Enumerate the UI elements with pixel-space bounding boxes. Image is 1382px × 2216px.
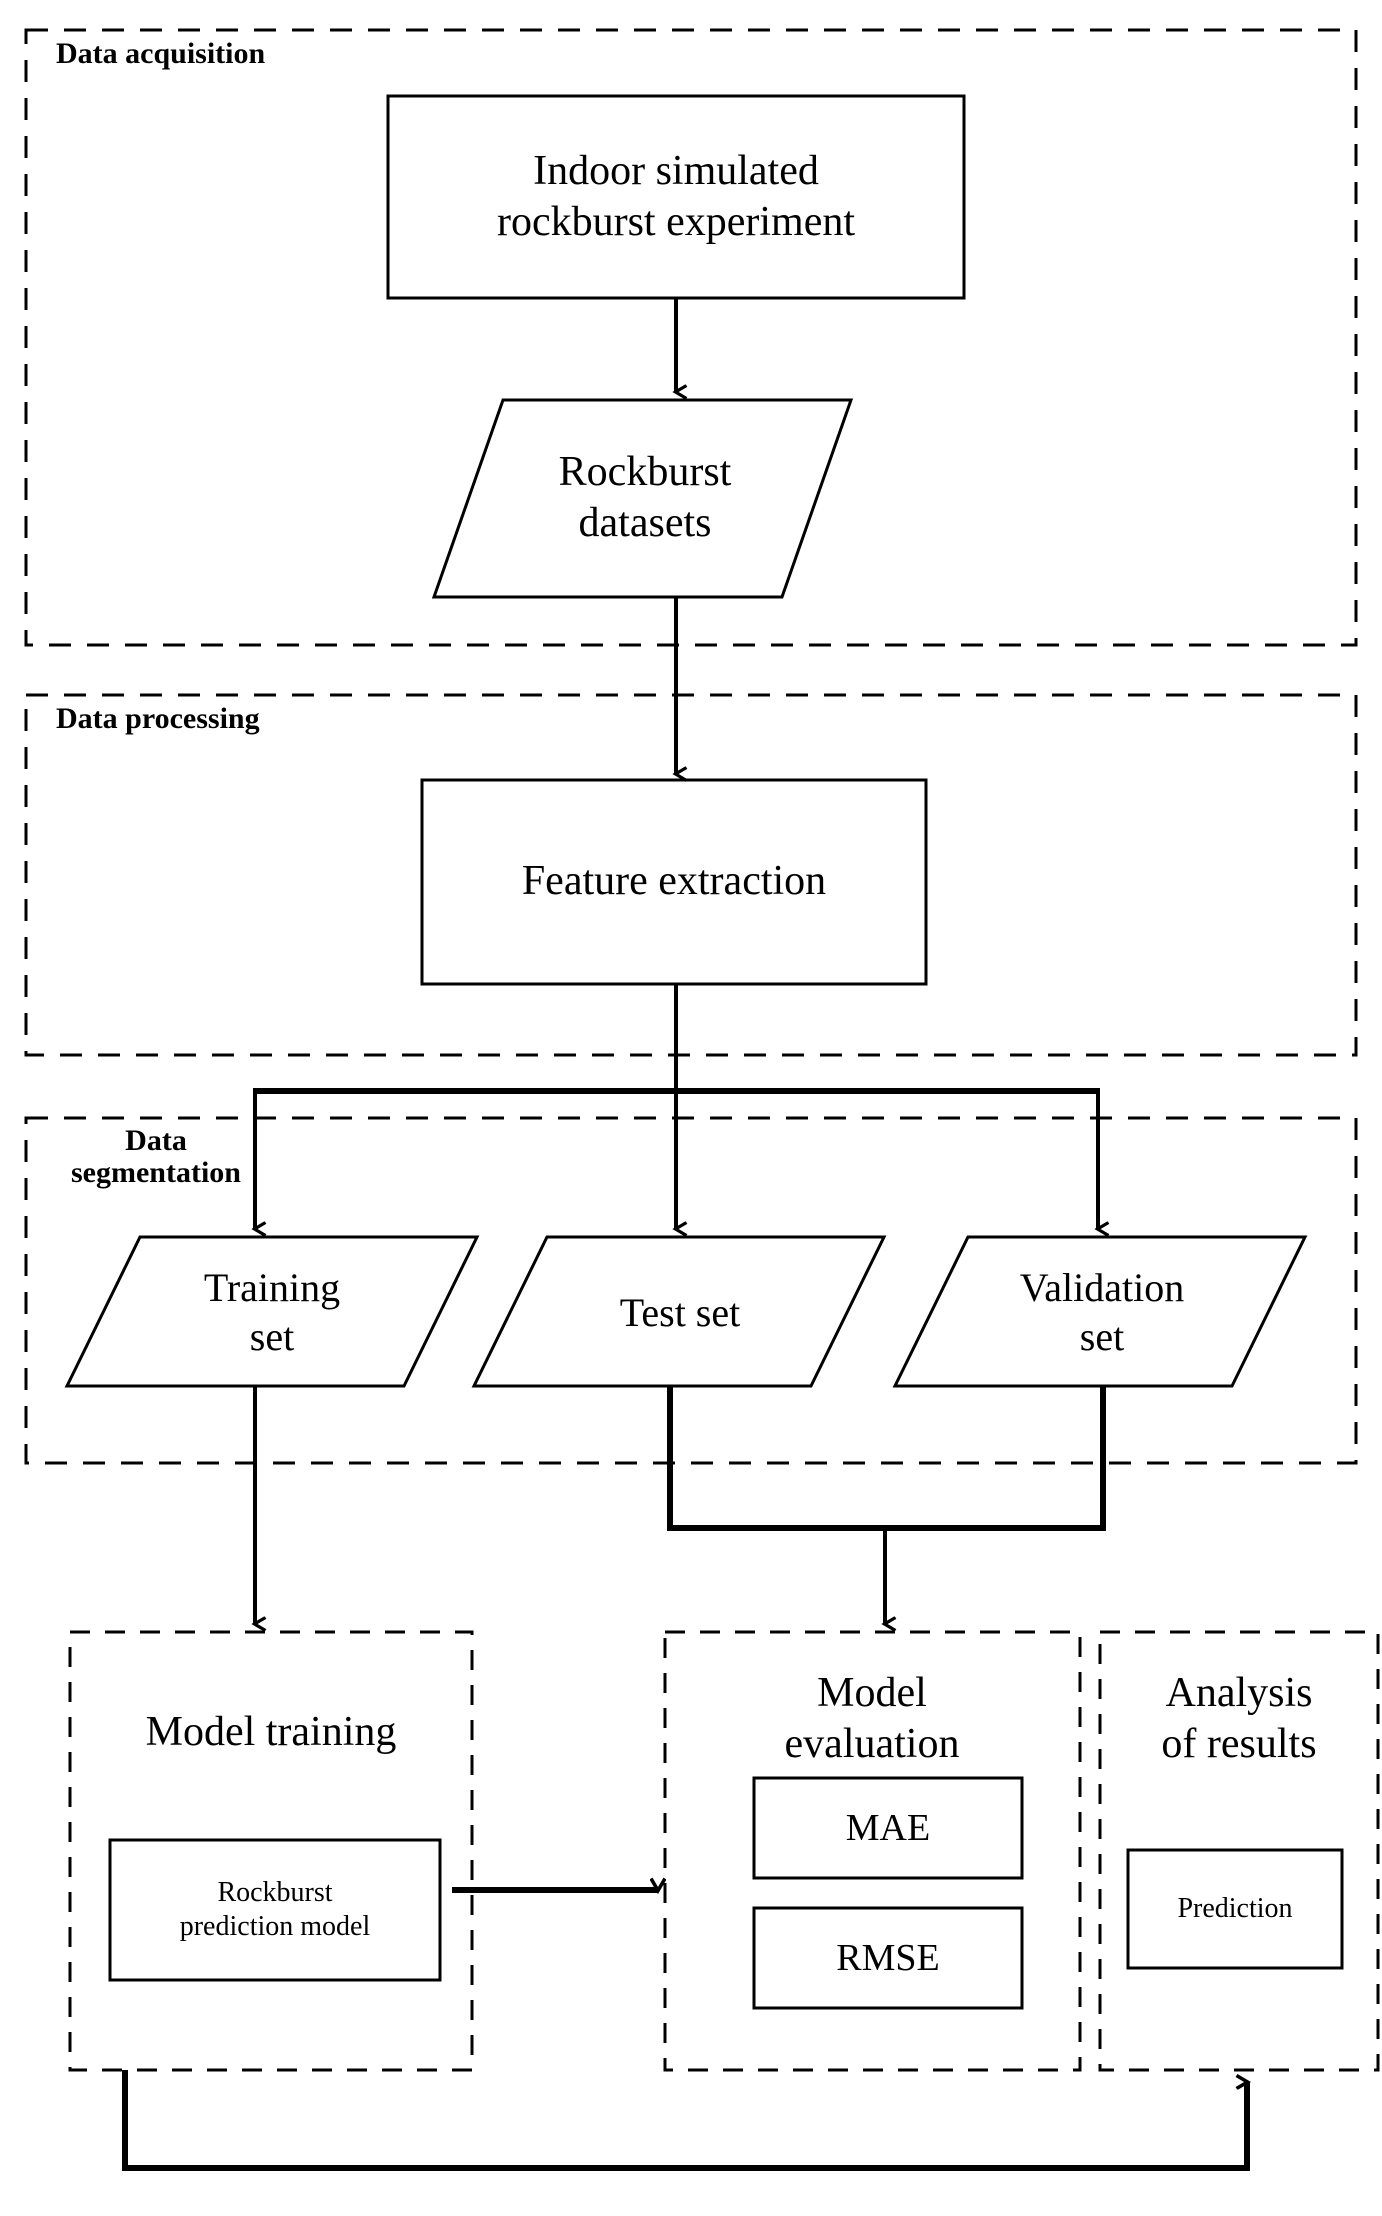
node-label-prediction-model: Rockburst prediction model bbox=[179, 1876, 371, 1942]
node-shape-experiment bbox=[386, 94, 966, 300]
node-shape-prediction bbox=[1126, 1848, 1344, 1970]
node-label-rmse: RMSE bbox=[836, 1936, 940, 1979]
section-border-data-segmentation bbox=[24, 1116, 1358, 1465]
node-shape-feature-extraction bbox=[420, 778, 928, 986]
node-label-prediction: Prediction bbox=[1177, 1892, 1293, 1924]
section-label-data-acquisition: Data acquisition bbox=[56, 37, 266, 70]
node-label-experiment: Indoor simulated rockburst experiment bbox=[496, 147, 856, 245]
node-shape-mae bbox=[752, 1776, 1024, 1880]
node-label-validation-set: Validation set bbox=[1019, 1265, 1185, 1359]
panel-label-model-training: Model training bbox=[145, 1709, 397, 1756]
panel-label-model-evaluation: Model evaluation bbox=[784, 1669, 960, 1767]
edge-feedback-loop bbox=[122, 2070, 1247, 2171]
node-label-test-set: Test set bbox=[619, 1289, 741, 1335]
node-shape-training-set bbox=[64, 1235, 480, 1388]
node-shape-test-set bbox=[471, 1235, 887, 1388]
node-shape-datasets bbox=[431, 398, 854, 599]
section-label-data-processing: Data processing bbox=[56, 702, 260, 735]
panel-border-analysis-of-results bbox=[1098, 1630, 1380, 2072]
node-shape-rmse bbox=[752, 1906, 1024, 2010]
node-shape-prediction-model bbox=[108, 1838, 442, 1982]
section-border-data-processing bbox=[24, 693, 1358, 1057]
panel-border-model-evaluation bbox=[663, 1630, 1082, 2072]
node-label-datasets: Rockburst datasets bbox=[558, 448, 732, 546]
section-label-data-segmentation: Data segmentation bbox=[71, 1124, 241, 1190]
panel-label-analysis-of-results: Analysis of results bbox=[1161, 1669, 1317, 1767]
node-label-training-set: Training set bbox=[203, 1265, 341, 1359]
node-label-mae: MAE bbox=[845, 1806, 931, 1849]
node-shape-validation-set bbox=[892, 1235, 1308, 1388]
node-label-feature-extraction: Feature extraction bbox=[521, 858, 827, 905]
section-border-data-acquisition bbox=[24, 28, 1358, 647]
